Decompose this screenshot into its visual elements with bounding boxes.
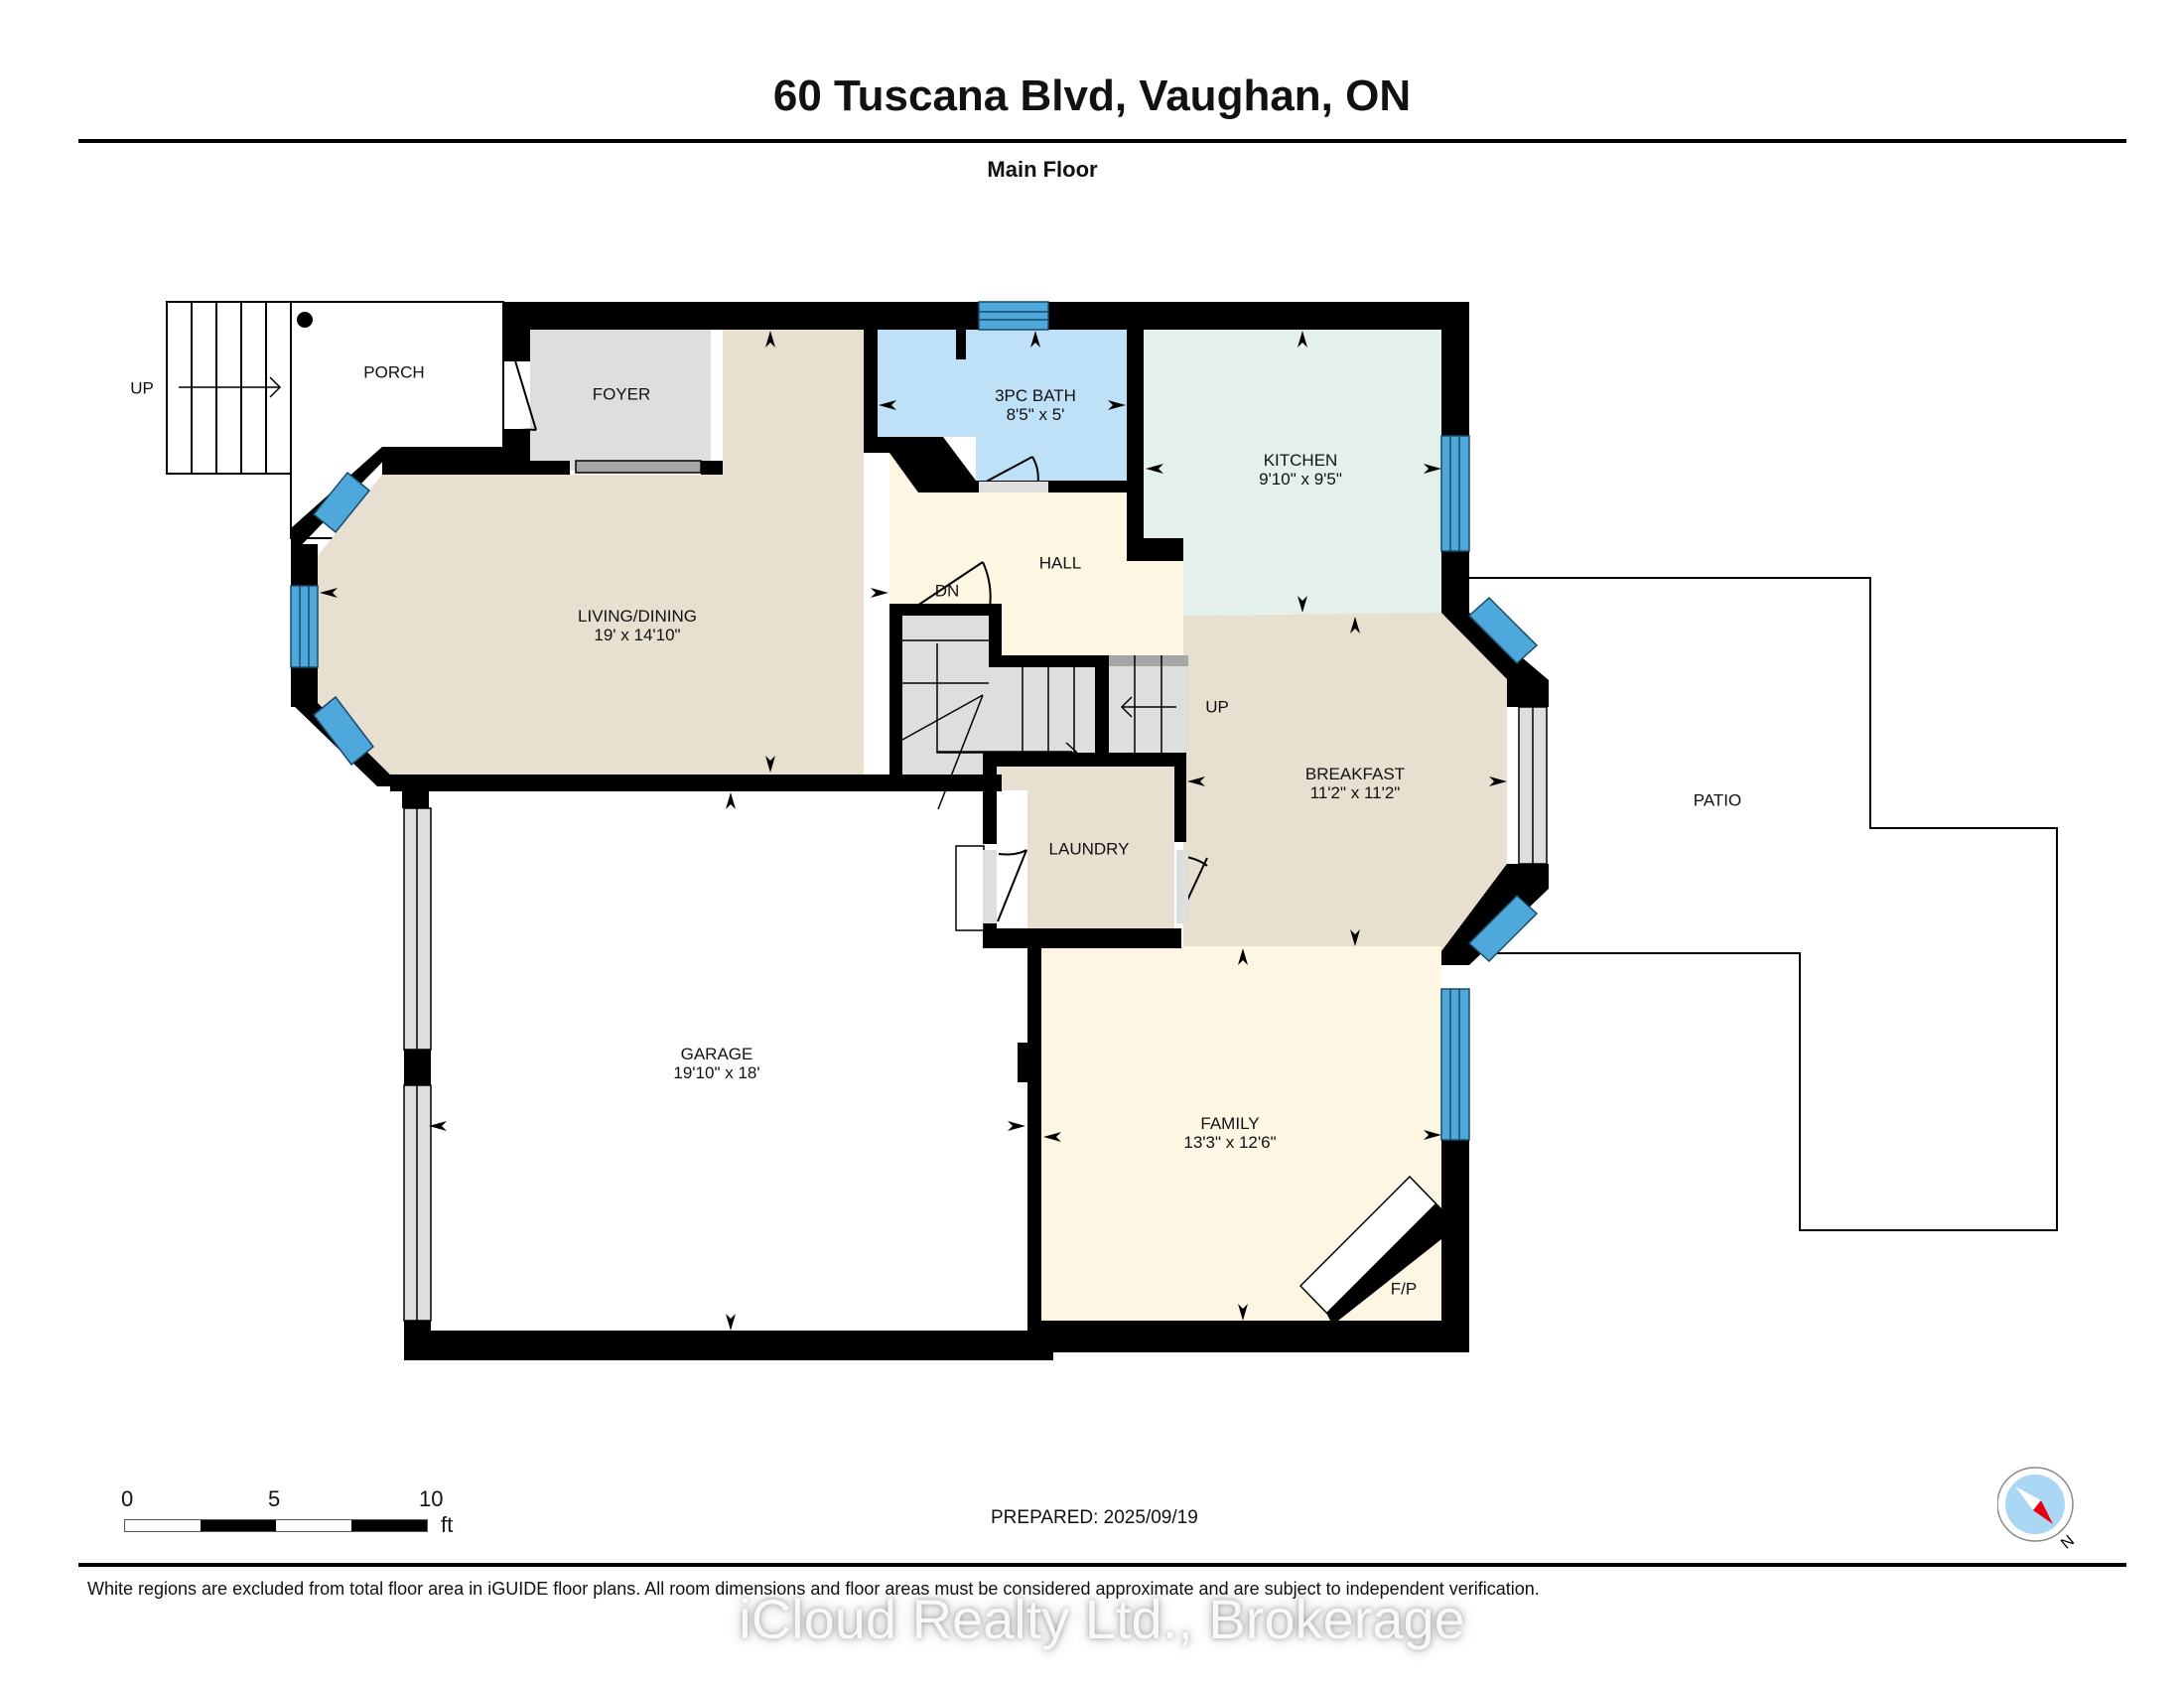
room-fill-kitchen bbox=[1144, 330, 1441, 616]
stairs-down-label: DN bbox=[934, 581, 960, 601]
room-fill-garage bbox=[427, 790, 1027, 1331]
exterior-stairs-up-label: UP bbox=[130, 378, 154, 398]
fireplace-label: F/P bbox=[1390, 1279, 1418, 1299]
scale-bar-graphic bbox=[124, 1519, 428, 1532]
porch-post-icon bbox=[297, 312, 313, 328]
room-label-laundry: LAUNDRY bbox=[1048, 839, 1130, 859]
scale-unit: ft bbox=[441, 1512, 454, 1537]
disclaimer-text: White regions are excluded from total fl… bbox=[87, 1579, 1540, 1599]
glazing-grey bbox=[403, 460, 1548, 1322]
room-fill-breakfast bbox=[1183, 613, 1507, 951]
footer-divider bbox=[78, 1563, 2126, 1567]
prepared-date: PREPARED: 2025/09/19 bbox=[991, 1507, 1198, 1528]
exterior-stairs bbox=[166, 301, 292, 475]
scale-tick-10: 10 bbox=[419, 1486, 444, 1511]
room-label-foyer: FOYER bbox=[592, 384, 651, 404]
stairs-up-label: UP bbox=[1205, 697, 1229, 717]
room-label-porch: PORCH bbox=[363, 362, 425, 382]
windows bbox=[290, 301, 1539, 1141]
room-fill-living-dining bbox=[318, 330, 864, 774]
room-label-hall: HALL bbox=[1038, 553, 1082, 573]
brokerage-watermark: iCloud Realty Ltd., Brokerage bbox=[739, 1588, 1465, 1650]
room-fill-bath bbox=[878, 330, 1127, 481]
interior-stairs bbox=[901, 639, 1176, 810]
floor-label: Main Floor bbox=[987, 157, 1098, 182]
room-fill-foyer bbox=[530, 330, 711, 471]
patio-outline bbox=[1454, 577, 2058, 1231]
room-label-patio: PATIO bbox=[1693, 790, 1742, 810]
title-divider bbox=[78, 139, 2126, 143]
page-title: 60 Tuscana Blvd, Vaughan, ON bbox=[772, 71, 1412, 120]
fireplace-icon bbox=[1298, 1175, 1443, 1321]
stairs-down-fill bbox=[902, 614, 998, 774]
scale-tick-0: 0 bbox=[121, 1486, 134, 1511]
scale-tick-5: 5 bbox=[268, 1486, 281, 1511]
compass-icon: N bbox=[1996, 1467, 2078, 1553]
compass-north-label: N bbox=[2058, 1532, 2078, 1552]
dimension-markers bbox=[320, 331, 1507, 1331]
walls bbox=[291, 302, 1549, 1360]
